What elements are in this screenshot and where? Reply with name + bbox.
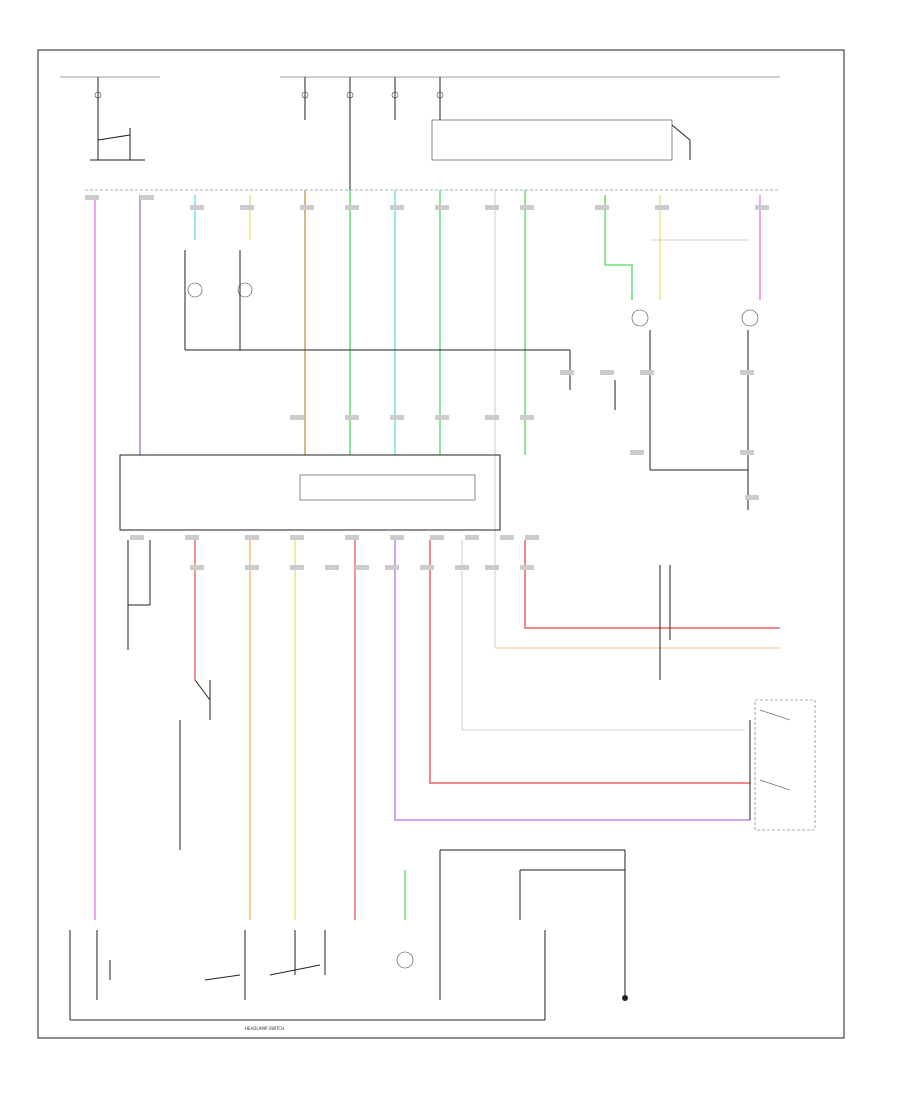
wire-label-placeholder bbox=[600, 370, 614, 375]
lower-left-switch bbox=[127, 540, 211, 850]
wire-labels bbox=[85, 195, 769, 570]
wire-label-placeholder bbox=[290, 535, 304, 540]
wire-label-placeholder bbox=[345, 535, 359, 540]
relay-right bbox=[431, 119, 691, 161]
wire-label-placeholder bbox=[520, 205, 534, 210]
wire-label-placeholder bbox=[485, 565, 499, 570]
wire-label-placeholder bbox=[520, 415, 534, 420]
wire-label-placeholder bbox=[390, 415, 404, 420]
wire-label-placeholder bbox=[485, 205, 499, 210]
relay-left bbox=[90, 120, 145, 161]
smart-junction-box bbox=[119, 454, 501, 531]
fuse-group-top bbox=[94, 77, 444, 190]
wire-label-placeholder bbox=[435, 205, 449, 210]
wire-purple bbox=[394, 540, 750, 821]
wire-label-placeholder bbox=[130, 535, 144, 540]
wire-label-placeholder bbox=[390, 205, 404, 210]
headlamp-switch-label: HEADLAMP SWITCH bbox=[245, 1026, 284, 1031]
wire-label-placeholder bbox=[455, 565, 469, 570]
wire-label-placeholder bbox=[325, 565, 339, 570]
wire-gray-3 bbox=[461, 540, 745, 731]
clockspring bbox=[659, 565, 671, 680]
wire-label-placeholder bbox=[290, 565, 304, 570]
wire-label-placeholder bbox=[290, 415, 304, 420]
wire-label-placeholder bbox=[385, 565, 399, 570]
diagram-frame bbox=[37, 49, 845, 1039]
wire-label-placeholder bbox=[345, 415, 359, 420]
wire-label-placeholder bbox=[245, 535, 259, 540]
wire-label-placeholder bbox=[630, 450, 644, 455]
wire-label-placeholder bbox=[500, 535, 514, 540]
wire-label-placeholder bbox=[740, 370, 754, 375]
wire-label-placeholder bbox=[640, 370, 654, 375]
wire-label-placeholder bbox=[745, 495, 759, 500]
left-lamps bbox=[184, 250, 571, 390]
wire-label-placeholder bbox=[190, 565, 204, 570]
wire-label-placeholder bbox=[655, 205, 669, 210]
headlamp-switch-block: HEADLAMP SWITCH bbox=[69, 849, 626, 1031]
wire-label-placeholder bbox=[485, 415, 499, 420]
wire-red-long bbox=[429, 540, 750, 784]
wire-label-placeholder bbox=[190, 205, 204, 210]
wire-label-placeholder bbox=[755, 205, 769, 210]
ground-bottom-right bbox=[622, 990, 628, 1001]
wire-label-placeholder bbox=[85, 195, 99, 200]
module-inner-box bbox=[299, 474, 476, 501]
wire-green-right bbox=[604, 195, 633, 300]
wire-label-placeholder bbox=[560, 370, 574, 375]
wire-label-placeholder bbox=[465, 535, 479, 540]
wire-label-placeholder bbox=[390, 535, 404, 540]
wire-red-right bbox=[524, 540, 780, 629]
wire-label-placeholder bbox=[240, 205, 254, 210]
wire-label-placeholder bbox=[525, 535, 539, 540]
wire-label-placeholder bbox=[355, 565, 369, 570]
multifunction-switch bbox=[749, 699, 816, 831]
wire-label-placeholder bbox=[300, 205, 314, 210]
wire-label-placeholder bbox=[430, 535, 444, 540]
wire-label-placeholder bbox=[245, 565, 259, 570]
wire-label-placeholder bbox=[595, 205, 609, 210]
wire-label-placeholder bbox=[185, 535, 199, 540]
wire-label-placeholder bbox=[520, 565, 534, 570]
wire-label-placeholder bbox=[435, 415, 449, 420]
wire-label-placeholder bbox=[140, 195, 154, 200]
right-headlamps bbox=[614, 309, 759, 510]
wire-label-placeholder bbox=[420, 565, 434, 570]
wire-label-placeholder bbox=[740, 450, 754, 455]
wire-label-placeholder bbox=[345, 205, 359, 210]
wire-harness bbox=[94, 190, 780, 920]
